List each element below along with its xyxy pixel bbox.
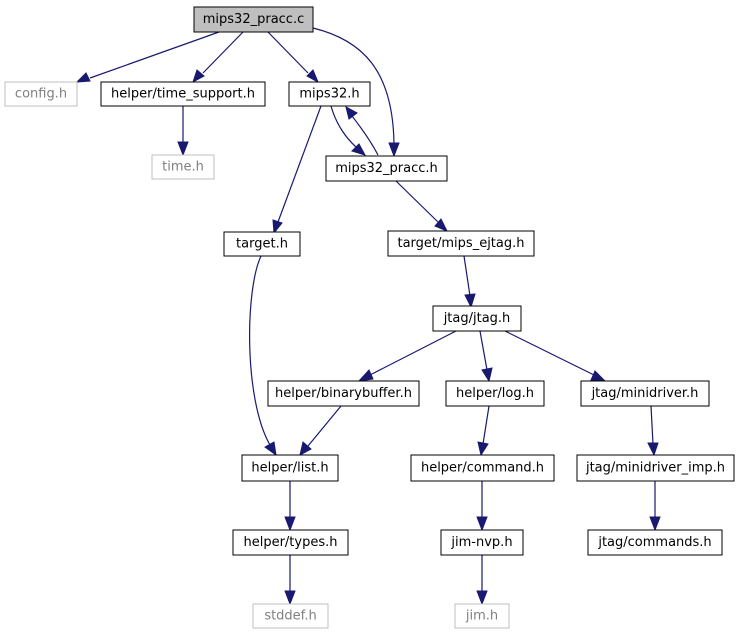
node-box (4, 81, 78, 107)
node-time-header[interactable]: time.h (151, 154, 215, 180)
node-types-header[interactable]: helper/types.h (232, 529, 349, 556)
node-mips32-pracc-header[interactable]: mips32_pracc.h (325, 155, 448, 182)
edge-root-config (75, 31, 220, 83)
edge-jtag-minidriver (504, 330, 607, 382)
node-label: mips32_pracc.c (203, 12, 304, 27)
node-box (288, 81, 371, 107)
node-jim-header[interactable]: jim.h (454, 603, 510, 629)
node-box (410, 454, 555, 482)
node-box (193, 6, 314, 33)
edge-minidriver-minidriver-imp (647, 405, 659, 457)
node-box (232, 529, 349, 556)
node-stddef-header[interactable]: stddef.h (252, 603, 329, 629)
node-box (325, 155, 448, 182)
node-log-header[interactable]: helper/log.h (445, 380, 545, 407)
node-label: jtag/commands.h (597, 535, 711, 550)
node-box (151, 154, 215, 180)
node-box (241, 454, 339, 482)
node-mips32-header[interactable]: mips32.h (288, 81, 371, 107)
node-label: stddef.h (264, 609, 316, 624)
node-box (454, 603, 510, 629)
edge-mips32-mips32-pracc-h (330, 105, 367, 156)
edge-mips32-target (272, 105, 322, 235)
edge-mips32-pracc-h-mips32 (345, 106, 379, 156)
edge-mips32-pracc-h-mips-ejtag (395, 180, 449, 232)
node-minidriver-header[interactable]: jtag/minidriver.h (580, 380, 710, 407)
node-label: time.h (162, 160, 204, 175)
node-box (580, 380, 710, 407)
edge-target-list (249, 255, 277, 457)
edge-jtag-log (479, 330, 493, 383)
edge-binarybuffer-list (299, 405, 342, 456)
node-box (587, 529, 723, 556)
edge-time-support-time (177, 106, 189, 157)
edge-types-stddef (284, 555, 296, 606)
node-label: target/mips_ejtag.h (397, 236, 524, 251)
node-label: jtag/minidriver.h (591, 386, 699, 401)
edge-jtag-binarybuffer (357, 330, 457, 382)
edge-mips-ejtag-jtag (463, 255, 476, 309)
node-label: mips32_pracc.h (335, 161, 438, 176)
node-label: config.h (15, 87, 67, 102)
node-box (223, 231, 301, 257)
node-target-header[interactable]: target.h (223, 231, 301, 257)
node-commands-header[interactable]: jtag/commands.h (587, 529, 723, 556)
node-label: target.h (236, 237, 288, 252)
node-label: helper/list.h (251, 461, 328, 476)
node-mips-ejtag-header[interactable]: target/mips_ejtag.h (387, 230, 535, 257)
node-command-header[interactable]: helper/command.h (410, 454, 555, 482)
nodes-layer: mips32_pracc.c config.h helper/time_supp… (4, 6, 735, 629)
node-box (252, 603, 329, 629)
node-box (387, 230, 535, 257)
node-binarybuffer-header[interactable]: helper/binarybuffer.h (267, 380, 420, 407)
node-label: jim.h (465, 609, 498, 624)
edge-minidriver-imp-commands (649, 481, 661, 532)
node-label: helper/binarybuffer.h (275, 386, 412, 401)
node-time-support-header[interactable]: helper/time_support.h (100, 81, 266, 107)
edge-root-mips32-pracc-h (312, 27, 400, 158)
node-jim-nvp-header[interactable]: jim-nvp.h (440, 529, 524, 556)
node-config-header[interactable]: config.h (4, 81, 78, 107)
node-box (440, 529, 524, 556)
edge-root-mips32 (267, 31, 320, 84)
edges-layer (75, 27, 661, 606)
node-minidriver-imp-header[interactable]: jtag/minidriver_imp.h (576, 454, 735, 482)
node-list-header[interactable]: helper/list.h (241, 454, 339, 482)
node-label: jtag/jtag.h (443, 311, 511, 326)
edge-log-command (477, 405, 490, 457)
node-box (432, 305, 522, 332)
node-root-file[interactable]: mips32_pracc.c (193, 6, 314, 33)
node-label: mips32.h (299, 87, 359, 102)
edge-list-types (284, 481, 296, 532)
node-jtag-header[interactable]: jtag/jtag.h (432, 305, 522, 332)
node-box (445, 380, 545, 407)
node-label: helper/types.h (243, 535, 337, 550)
edge-command-jim-nvp (476, 481, 488, 532)
node-box (267, 380, 420, 407)
edge-jim-nvp-jim (476, 555, 488, 606)
node-box (576, 454, 735, 482)
edge-root-time-support (192, 31, 244, 84)
node-box (100, 81, 266, 107)
node-label: jim-nvp.h (450, 535, 512, 550)
node-label: jtag/minidriver_imp.h (585, 461, 725, 476)
node-label: helper/command.h (421, 461, 544, 476)
node-label: helper/log.h (456, 386, 534, 401)
node-label: helper/time_support.h (111, 87, 255, 102)
